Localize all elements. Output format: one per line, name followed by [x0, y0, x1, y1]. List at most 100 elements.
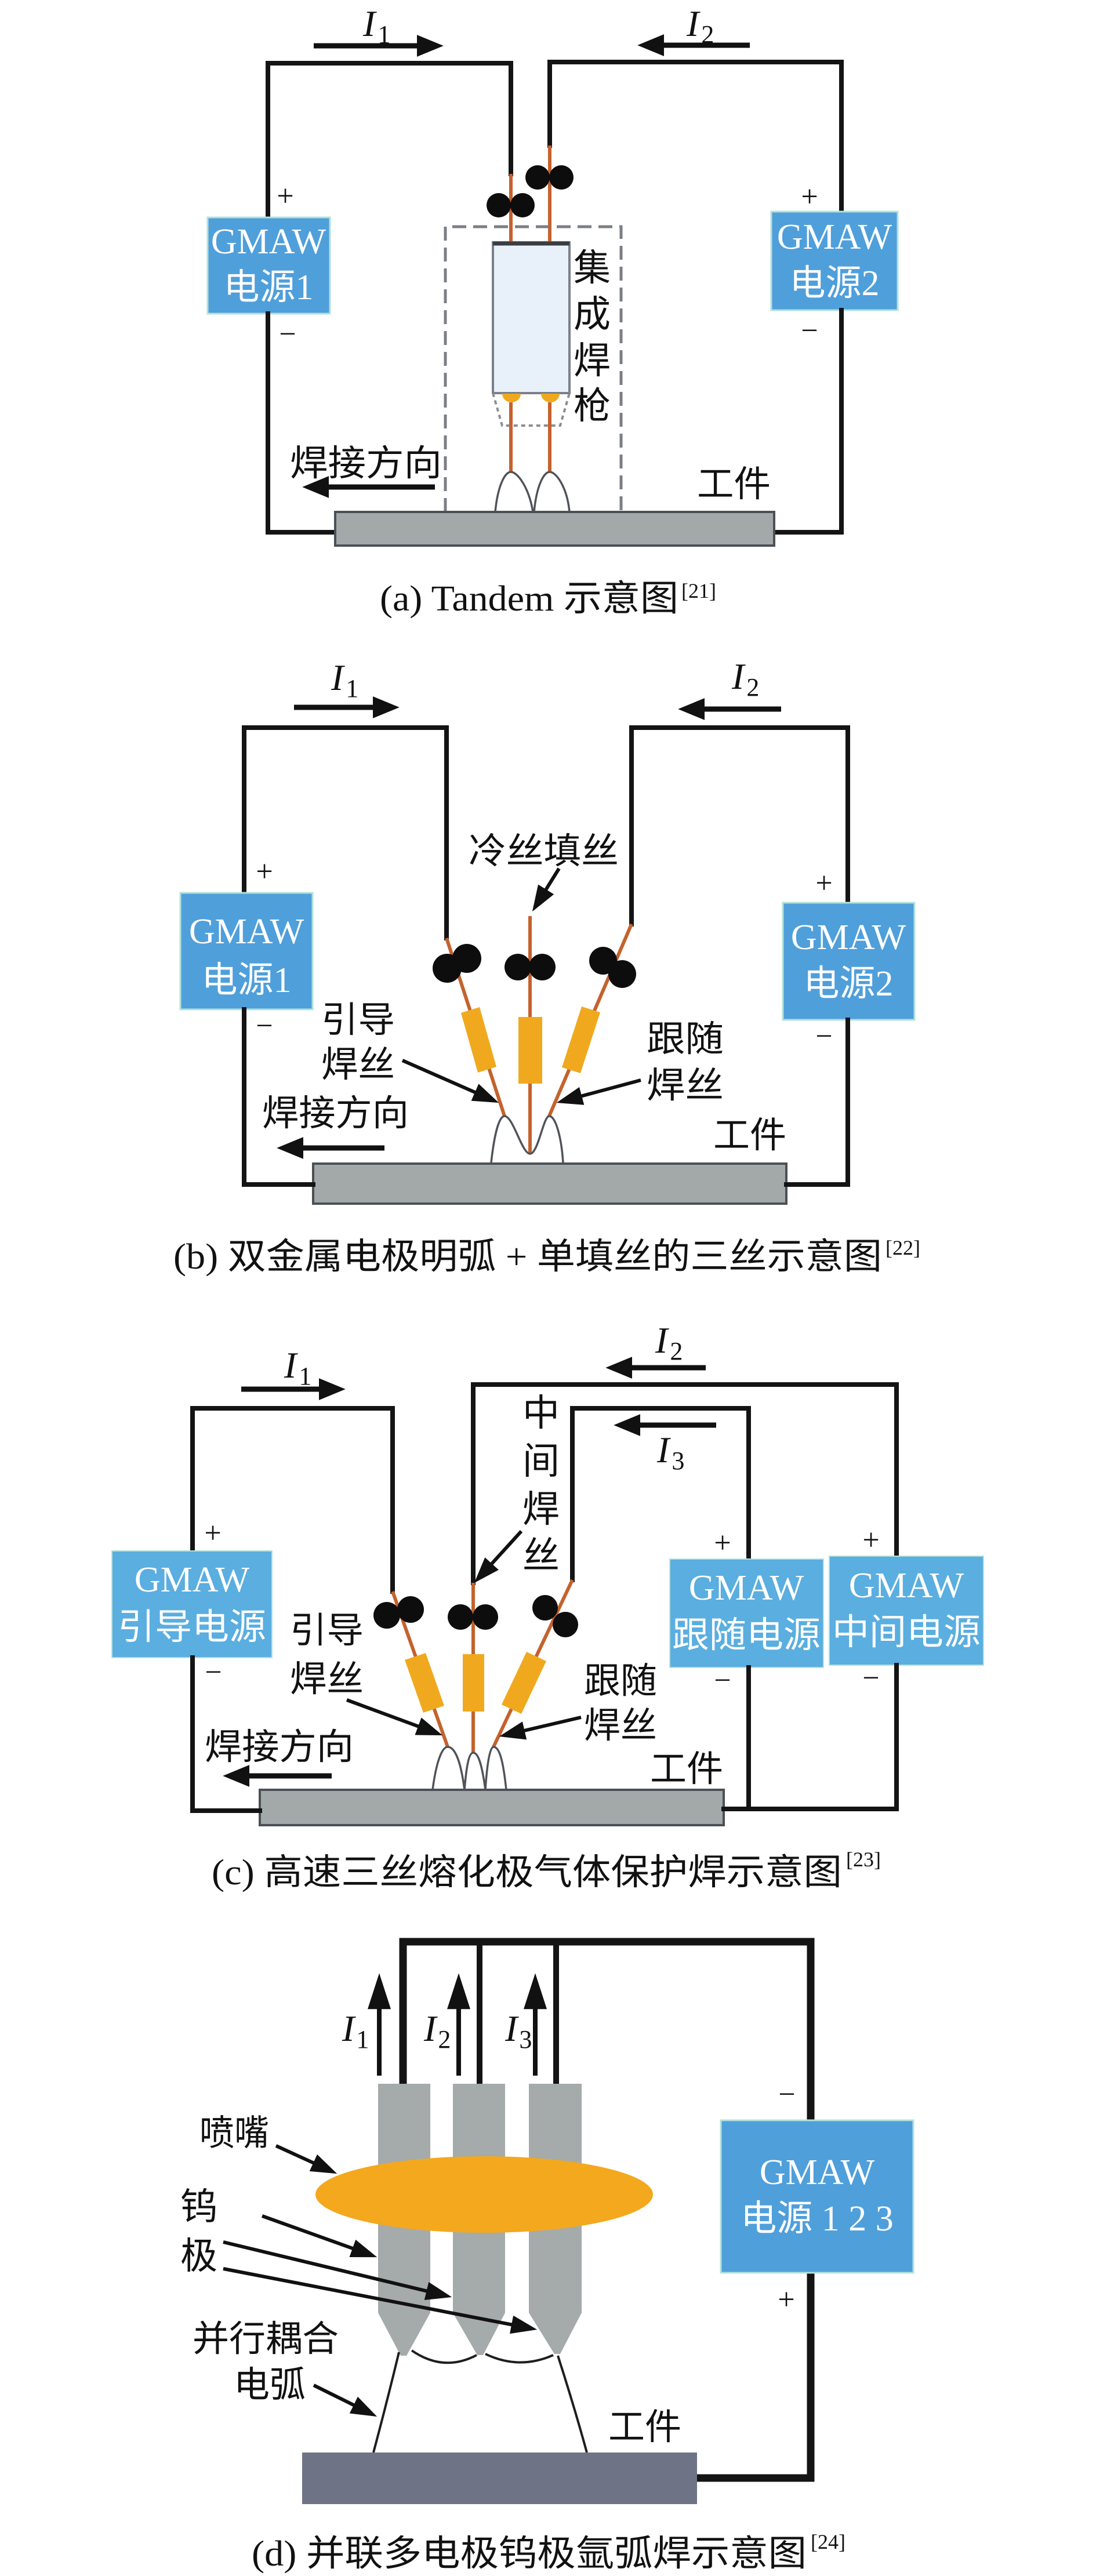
power-source-1-type: GMAW [211, 222, 326, 261]
coupled-arc-label-line1: 并行耦合 [193, 2320, 339, 2359]
cold-filler-wire-label: 冷丝填丝 [469, 832, 619, 871]
positive-terminal-sign: + [778, 2283, 794, 2316]
electrode-label-char: 极 [180, 2236, 217, 2277]
panel-c-high-speed-triple-wire: I1 I2 I3 GMAW 引导电源 + − GMAW 跟随电源 + [111, 1320, 984, 1892]
arc-trail [484, 1746, 507, 1790]
contact-tube-trail [502, 1652, 546, 1714]
current-label-i1: I1 [362, 3, 390, 49]
current-symbol: I [505, 2008, 519, 2049]
power-source-2-type: GMAW [791, 918, 906, 957]
feed-roller [448, 1604, 473, 1630]
feed-roller [510, 193, 535, 217]
circuit-wire-middle-source [471, 1382, 899, 1585]
workpiece-label: 工件 [608, 2408, 681, 2447]
circuit-wire-trail-source [570, 1406, 751, 1582]
trail-wire-pointer [556, 1078, 641, 1105]
panel-a-tandem: I1 I2 GMAW 电源1 + − GMAW 电源2 + − [206, 3, 899, 619]
coupled-arc-label-line2: 电弧 [234, 2366, 306, 2405]
workpiece-label: 工件 [697, 465, 771, 504]
current-subscript: 2 [670, 1337, 683, 1365]
middle-wire-label-char: 间 [522, 1441, 560, 1482]
negative-terminal-sign: − [279, 318, 296, 351]
arc-1 [494, 471, 534, 513]
power-source-2-name: 电源2 [789, 264, 879, 303]
power-source-123-box [720, 2119, 914, 2274]
current-subscript: 2 [438, 2025, 451, 2054]
current-subscript: 1 [299, 1362, 311, 1390]
feed-roller [487, 193, 511, 217]
trail-wire-label-line2: 焊丝 [584, 1706, 657, 1746]
workpiece [312, 1162, 787, 1205]
welding-direction-label: 焊接方向 [205, 1728, 354, 1767]
positive-terminal-sign: + [714, 1527, 731, 1560]
current-symbol: I [656, 1429, 671, 1470]
trail-power-source-type: GMAW [689, 1568, 804, 1608]
current-symbol: I [655, 1320, 669, 1361]
trail-wire-pointer [499, 1716, 582, 1740]
arc-lead [431, 1746, 466, 1790]
feed-roller [525, 165, 550, 190]
trail-wire-label-line1: 跟随 [647, 1020, 724, 1059]
return-wire [693, 2269, 815, 2482]
coupling-arc-1-2 [411, 2349, 477, 2364]
current-label-i3: I3 [505, 2008, 532, 2054]
feed-roller [505, 954, 531, 980]
current-symbol: I [423, 2008, 438, 2049]
negative-terminal-sign: − [714, 1664, 731, 1697]
return-wire-source-2 [772, 308, 844, 535]
feed-roller [452, 944, 481, 973]
negative-terminal-sign: − [862, 1662, 879, 1695]
feed-roller [549, 165, 574, 190]
feed-roller [473, 1604, 498, 1630]
nozzle [315, 2156, 653, 2233]
trail-wire-label-line2: 焊丝 [647, 1066, 724, 1106]
positive-terminal-sign: + [204, 1517, 221, 1550]
caption-d-reference: [24] [811, 2530, 845, 2553]
caption-a: (a) Tandem 示意图 [380, 579, 678, 619]
positive-terminal-sign: + [256, 855, 273, 888]
positive-terminal-sign: + [801, 180, 818, 213]
torch-label-char: 枪 [574, 386, 611, 427]
current-subscript: 1 [346, 674, 358, 703]
middle-wire-label-char: 丝 [522, 1535, 560, 1576]
panel-b-three-wire-cold-fill: I1 I2 GMAW 电源1 + − GMAW 电源2 + − 冷丝填丝 [173, 656, 920, 1277]
contact-tube-lead [405, 1653, 444, 1713]
circuit-wire-source-2 [547, 60, 844, 214]
current-subscript: 3 [672, 1447, 684, 1475]
negative-terminal-sign: − [801, 314, 818, 347]
negative-terminal-sign: − [205, 1656, 222, 1689]
power-source-123-type: GMAW [760, 2153, 875, 2192]
feed-roller [553, 1612, 578, 1637]
circuit-wire-source-2 [629, 725, 850, 927]
current-symbol: I [284, 1345, 298, 1386]
lead-wire-label-line2: 焊丝 [290, 1660, 364, 1699]
contact-tube-filler [518, 1017, 542, 1084]
lead-power-source-name: 引导电源 [118, 1608, 266, 1647]
contact-tube-middle [463, 1654, 484, 1712]
torch-label-char: 焊 [574, 340, 611, 382]
current-subscript: 1 [378, 20, 390, 49]
return-wire-source-2 [784, 1018, 850, 1187]
contact-tip [502, 394, 521, 402]
coupled-arc-pointer [313, 2384, 378, 2417]
current-label-i2: I2 [655, 1320, 683, 1365]
trail-power-source-name: 跟随电源 [672, 1616, 821, 1655]
workpiece [259, 1789, 725, 1826]
caption-c: (c) 高速三丝熔化极气体保护焊示意图 [212, 1853, 842, 1892]
caption-b-reference: [22] [885, 1236, 920, 1259]
current-symbol: I [331, 657, 345, 698]
current-label-i1: I1 [331, 657, 358, 703]
return-wire-middle-source [721, 1663, 899, 1811]
middle-wire-pointer [474, 1529, 523, 1583]
contact-tube-trail [562, 1007, 600, 1073]
caption-b: (b) 双金属电极明弧 + 单填丝的三丝示意图 [173, 1237, 882, 1277]
return-wire-source-1 [266, 311, 337, 535]
circuit-wire-lead-source [190, 1406, 395, 1594]
middle-power-source-name: 中间电源 [832, 1613, 981, 1652]
current-symbol: I [731, 656, 746, 697]
nozzle-label: 喷嘴 [199, 2114, 269, 2153]
power-source-1-name: 电源1 [223, 268, 313, 307]
feed-roller [373, 1602, 400, 1629]
negative-terminal-sign: − [815, 1020, 832, 1053]
electrode-2-pointer [223, 2240, 452, 2301]
